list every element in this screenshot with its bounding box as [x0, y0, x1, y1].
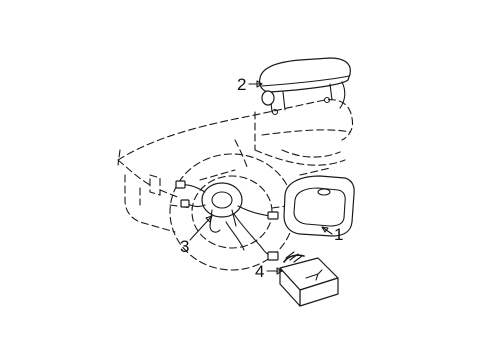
callout-4: 4: [255, 262, 283, 281]
sensor-module: [279, 251, 339, 307]
passenger-airbag-module: [258, 57, 351, 116]
callout-label-4: 4: [255, 262, 264, 281]
dashboard-outline: [117, 99, 354, 233]
callout-label-1: 1: [334, 225, 343, 244]
clock-spring: [175, 180, 279, 261]
driver-airbag-module: [283, 175, 355, 237]
callout-2: 2: [237, 75, 263, 94]
callout-3: 3: [180, 215, 213, 256]
callout-1: 1: [321, 225, 343, 244]
callout-label-3: 3: [180, 237, 189, 256]
callout-label-2: 2: [237, 75, 246, 94]
